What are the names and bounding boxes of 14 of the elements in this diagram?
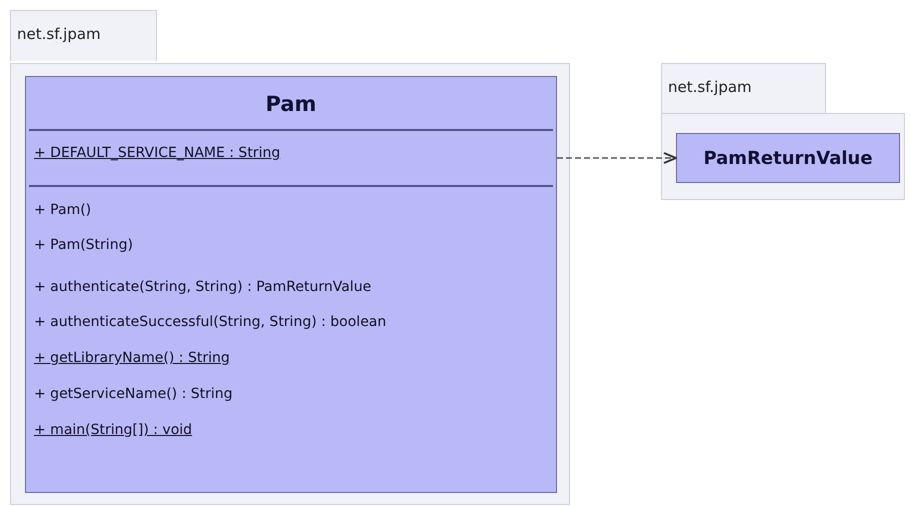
class-name: PamReturnValue [702, 147, 874, 171]
class-box [676, 133, 900, 183]
method-text: + authenticate(String, String) : PamReturnValue [34, 278, 372, 297]
method-text: + getServiceName() : String [34, 385, 233, 404]
method-text: + authenticateSuccessful(String, String) : boolean [34, 313, 386, 332]
method-text: + main(String[]) : void [34, 421, 192, 440]
package-tab: net.sf.jpam [661, 63, 826, 114]
package-tab: net.sf.jpam [10, 10, 157, 61]
method-text: + Pam() [34, 201, 92, 220]
dependency-arrow [557, 152, 677, 164]
attribute-text: + DEFAULT_SERVICE_NAME : String [34, 144, 280, 163]
method-text: + Pam(String) [34, 236, 133, 255]
class-name: Pam [264, 91, 318, 118]
method-text: + getLibraryName() : String [34, 349, 230, 368]
